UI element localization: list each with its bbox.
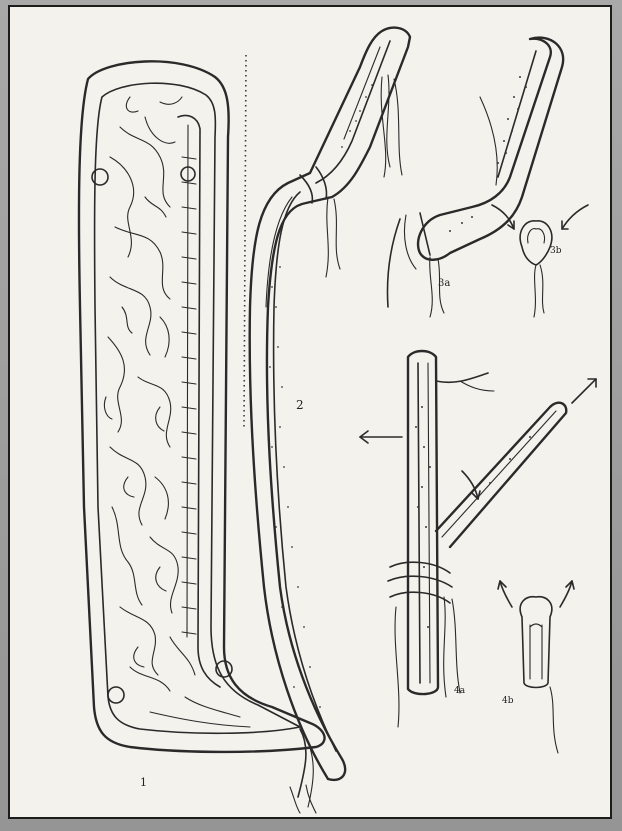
line-drawing — [10, 7, 610, 817]
label-panel-1: 1 — [140, 777, 147, 788]
label-panel-4b: 4b — [502, 697, 514, 706]
panel-4a-specimen — [360, 351, 596, 727]
label-panel-4a: 4a — [454, 687, 465, 696]
label-panel-3a: 3a — [438, 279, 450, 289]
label-panel-3b: 3b — [550, 247, 562, 256]
dotted-guide-line — [244, 55, 246, 427]
panel-3a-specimen — [388, 38, 564, 317]
panel-4b-specimen — [498, 581, 574, 753]
figure-plate: 1 2 3a 3b 4a 4b — [8, 5, 612, 819]
panel-2-specimen — [250, 28, 410, 813]
label-panel-2: 2 — [296, 399, 304, 411]
